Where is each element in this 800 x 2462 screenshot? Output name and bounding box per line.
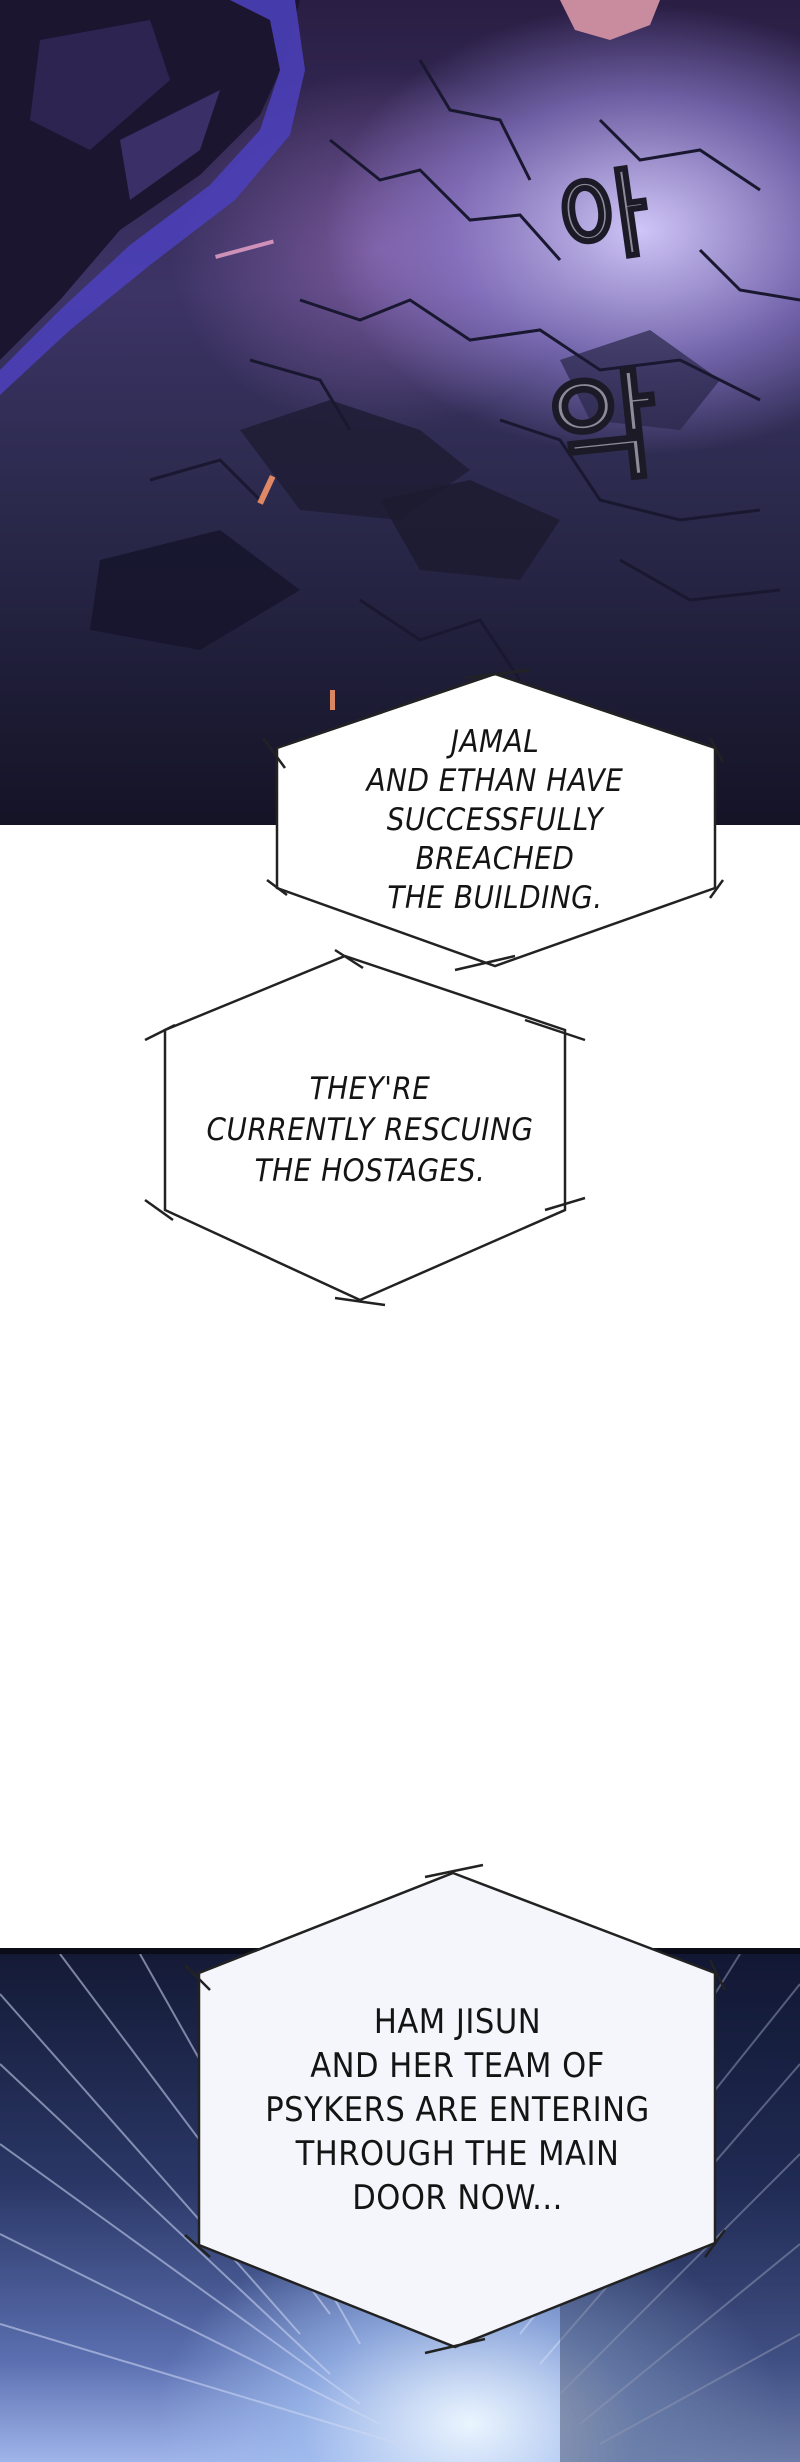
narration-box-2: THEY'RE CURRENTLY RESCUING THE HOSTAGES. <box>144 948 595 1310</box>
cracked-ground-illustration <box>0 0 800 710</box>
sound-effect-text: 아 <box>551 155 657 281</box>
ember-sparks <box>214 239 335 710</box>
rubble-rock <box>240 400 470 520</box>
rubble-rock <box>560 330 720 430</box>
rubble-rock <box>380 480 560 580</box>
narration-text: THEY'RE CURRENTLY RESCUING THE HOSTAGES. <box>206 1070 534 1189</box>
rubble-rock <box>90 530 300 650</box>
hexagon-border <box>184 1863 727 2355</box>
hand-shape <box>560 0 660 40</box>
narration-box-3: HAM JISUN AND HER TEAM OF PSYKERS ARE EN… <box>184 1863 730 2355</box>
hexagon-border <box>144 948 586 1307</box>
sound-effect-text: 악 <box>542 353 667 505</box>
coat-fold <box>120 90 220 200</box>
narration-text: HAM JISUN AND HER TEAM OF PSYKERS ARE EN… <box>265 2002 650 2218</box>
narration-box-1: JAMAL AND ETHAN HAVE SUCCESSFULLY BREACH… <box>255 668 725 972</box>
narration-text: JAMAL AND ETHAN HAVE SUCCESSFULLY BREACH… <box>366 723 624 916</box>
top-art-panel: 아 악 <box>0 0 800 825</box>
coat-edge-highlight <box>0 0 305 395</box>
coat-fold <box>30 20 170 150</box>
ground-cracks <box>149 59 800 681</box>
hexagon-border <box>261 668 725 972</box>
